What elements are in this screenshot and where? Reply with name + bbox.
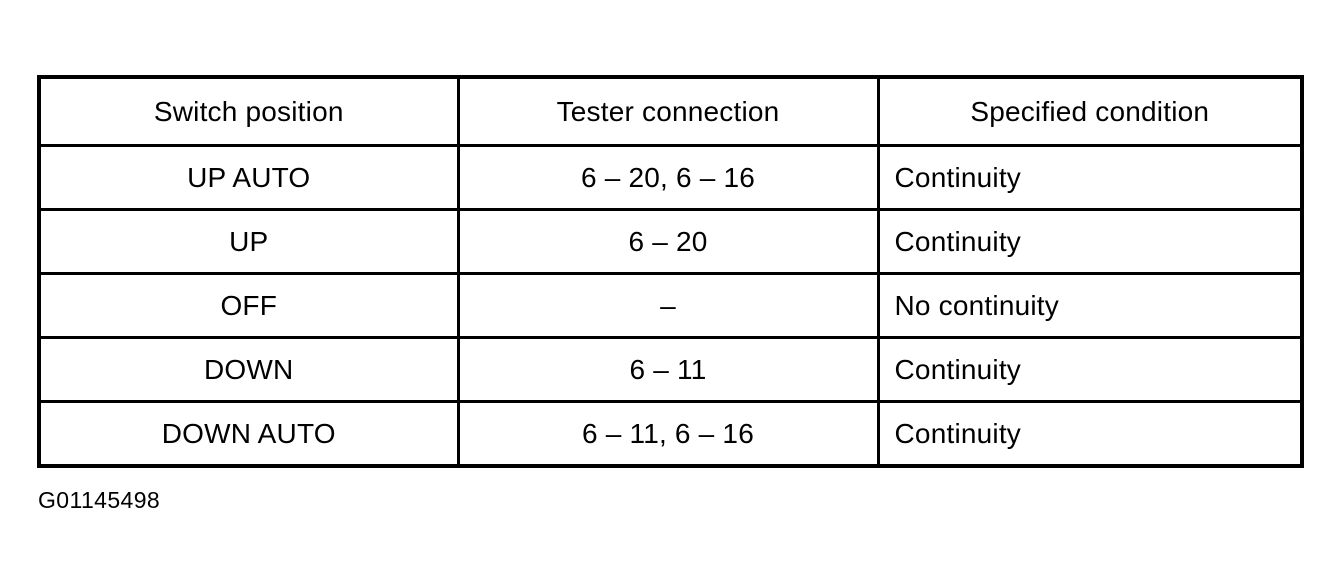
table-header: Switch position Tester connection Specif…: [37, 75, 1304, 147]
cell-tester-connection: 6 – 11, 6 – 16: [456, 400, 880, 468]
table-row: DOWN 6 – 11 Continuity: [37, 336, 1304, 403]
column-header-switch-position: Switch position: [37, 75, 460, 147]
column-header-specified-condition: Specified condition: [876, 75, 1304, 147]
cell-specified-condition: Continuity: [876, 336, 1304, 403]
table-row: UP AUTO 6 – 20, 6 – 16 Continuity: [37, 144, 1304, 211]
table-row: UP 6 – 20 Continuity: [37, 208, 1304, 275]
cell-specified-condition: Continuity: [876, 208, 1304, 275]
cell-tester-connection: 6 – 11: [456, 336, 880, 403]
cell-specified-condition: Continuity: [876, 144, 1304, 211]
table-header-row: Switch position Tester connection Specif…: [37, 75, 1304, 147]
cell-tester-connection: –: [456, 272, 880, 339]
table-body: UP AUTO 6 – 20, 6 – 16 Continuity UP 6 –…: [37, 144, 1304, 468]
switch-inspection-table: Switch position Tester connection Specif…: [37, 75, 1304, 468]
cell-specified-condition: Continuity: [876, 400, 1304, 468]
cell-switch-position: DOWN: [37, 336, 460, 403]
cell-tester-connection: 6 – 20: [456, 208, 880, 275]
column-header-tester-connection: Tester connection: [456, 75, 880, 147]
cell-switch-position: DOWN AUTO: [37, 400, 460, 468]
cell-switch-position: UP: [37, 208, 460, 275]
table-row: OFF – No continuity: [37, 272, 1304, 339]
cell-switch-position: UP AUTO: [37, 144, 460, 211]
cell-tester-connection: 6 – 20, 6 – 16: [456, 144, 880, 211]
figure-id-caption: G01145498: [38, 487, 161, 513]
cell-switch-position: OFF: [37, 272, 460, 339]
cell-specified-condition: No continuity: [876, 272, 1304, 339]
table-row: DOWN AUTO 6 – 11, 6 – 16 Continuity: [37, 400, 1304, 468]
